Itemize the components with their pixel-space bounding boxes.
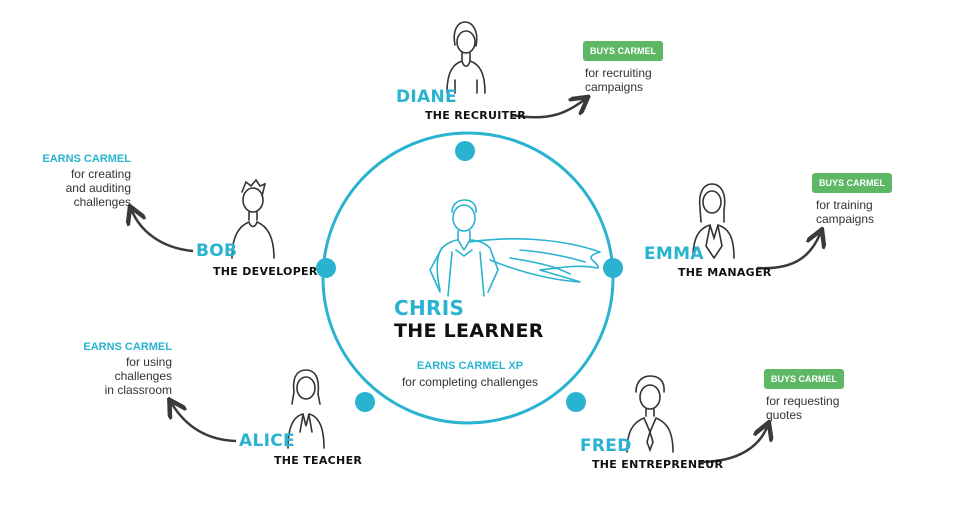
diane-desc: for recruiting campaigns: [585, 66, 652, 94]
alice-name: ALICE: [239, 431, 295, 451]
arrow-alice: [172, 404, 237, 443]
diane-desc-line: for recruiting: [585, 66, 652, 80]
node-dot-top: [455, 141, 475, 161]
chris-earn-title: EARNS CARMEL XP: [416, 360, 524, 372]
alice-desc-line: challenges: [114, 369, 172, 383]
fred-badge: BUYS CARMEL: [764, 369, 845, 389]
chris-earn-desc: for completing challenges: [401, 375, 539, 389]
diane-desc-line: campaigns: [585, 80, 644, 94]
diane-role: THE RECRUITER: [425, 109, 526, 122]
bob-desc-line: for creating: [70, 167, 131, 181]
arrow-fred: [699, 427, 767, 464]
developer-avatar-icon: [231, 178, 275, 259]
emma-desc: for training campaigns: [816, 198, 874, 226]
alice-desc-line: in classroom: [104, 383, 172, 397]
bob-name: BOB: [196, 241, 238, 261]
chris-role: THE LEARNER: [394, 320, 544, 342]
fred-desc-line: quotes: [766, 408, 803, 422]
node-dot-right: [603, 258, 623, 278]
bob-desc-line: and auditing: [65, 181, 131, 195]
businessman-avatar-icon: [626, 375, 674, 453]
node-dot-bottom-left: [355, 392, 375, 412]
alice-earn: EARNS CARMEL: [83, 341, 172, 353]
bob-desc-line: challenges: [73, 195, 131, 209]
diane-badge: BUYS CARMEL: [583, 41, 664, 61]
bob-desc: for creating and auditing challenges: [30, 167, 131, 209]
alice-desc-line: for using: [125, 355, 172, 369]
emma-role: THE MANAGER: [678, 266, 772, 279]
alice-desc: for using challenges in classroom: [70, 355, 172, 397]
emma-desc-line: campaigns: [816, 212, 875, 226]
businesswoman-avatar-icon: [692, 183, 735, 259]
emma-name: EMMA: [644, 244, 704, 264]
emma-desc-line: for training: [816, 198, 873, 212]
chris-name: CHRIS: [394, 296, 465, 320]
fred-desc-line: for requesting: [766, 394, 840, 408]
arrow-emma: [756, 234, 820, 270]
alice-role: THE TEACHER: [274, 454, 363, 467]
bob-role: THE DEVELOPER: [213, 265, 318, 278]
node-dot-left: [316, 258, 336, 278]
woman-avatar-icon: [446, 21, 486, 94]
arrow-bob: [132, 211, 194, 253]
arrow-diane: [511, 100, 584, 119]
fred-name: FRED: [580, 436, 632, 456]
superhero-icon: [429, 199, 601, 297]
node-dot-bottom-right: [566, 392, 586, 412]
bob-earn: EARNS CARMEL: [42, 153, 131, 165]
diane-name: DIANE: [396, 87, 457, 107]
fred-desc: for requesting quotes: [766, 394, 839, 422]
fred-role: THE ENTREPRENEUR: [592, 458, 724, 471]
teacher-avatar-icon: [287, 369, 325, 449]
emma-badge: BUYS CARMEL: [812, 173, 893, 193]
